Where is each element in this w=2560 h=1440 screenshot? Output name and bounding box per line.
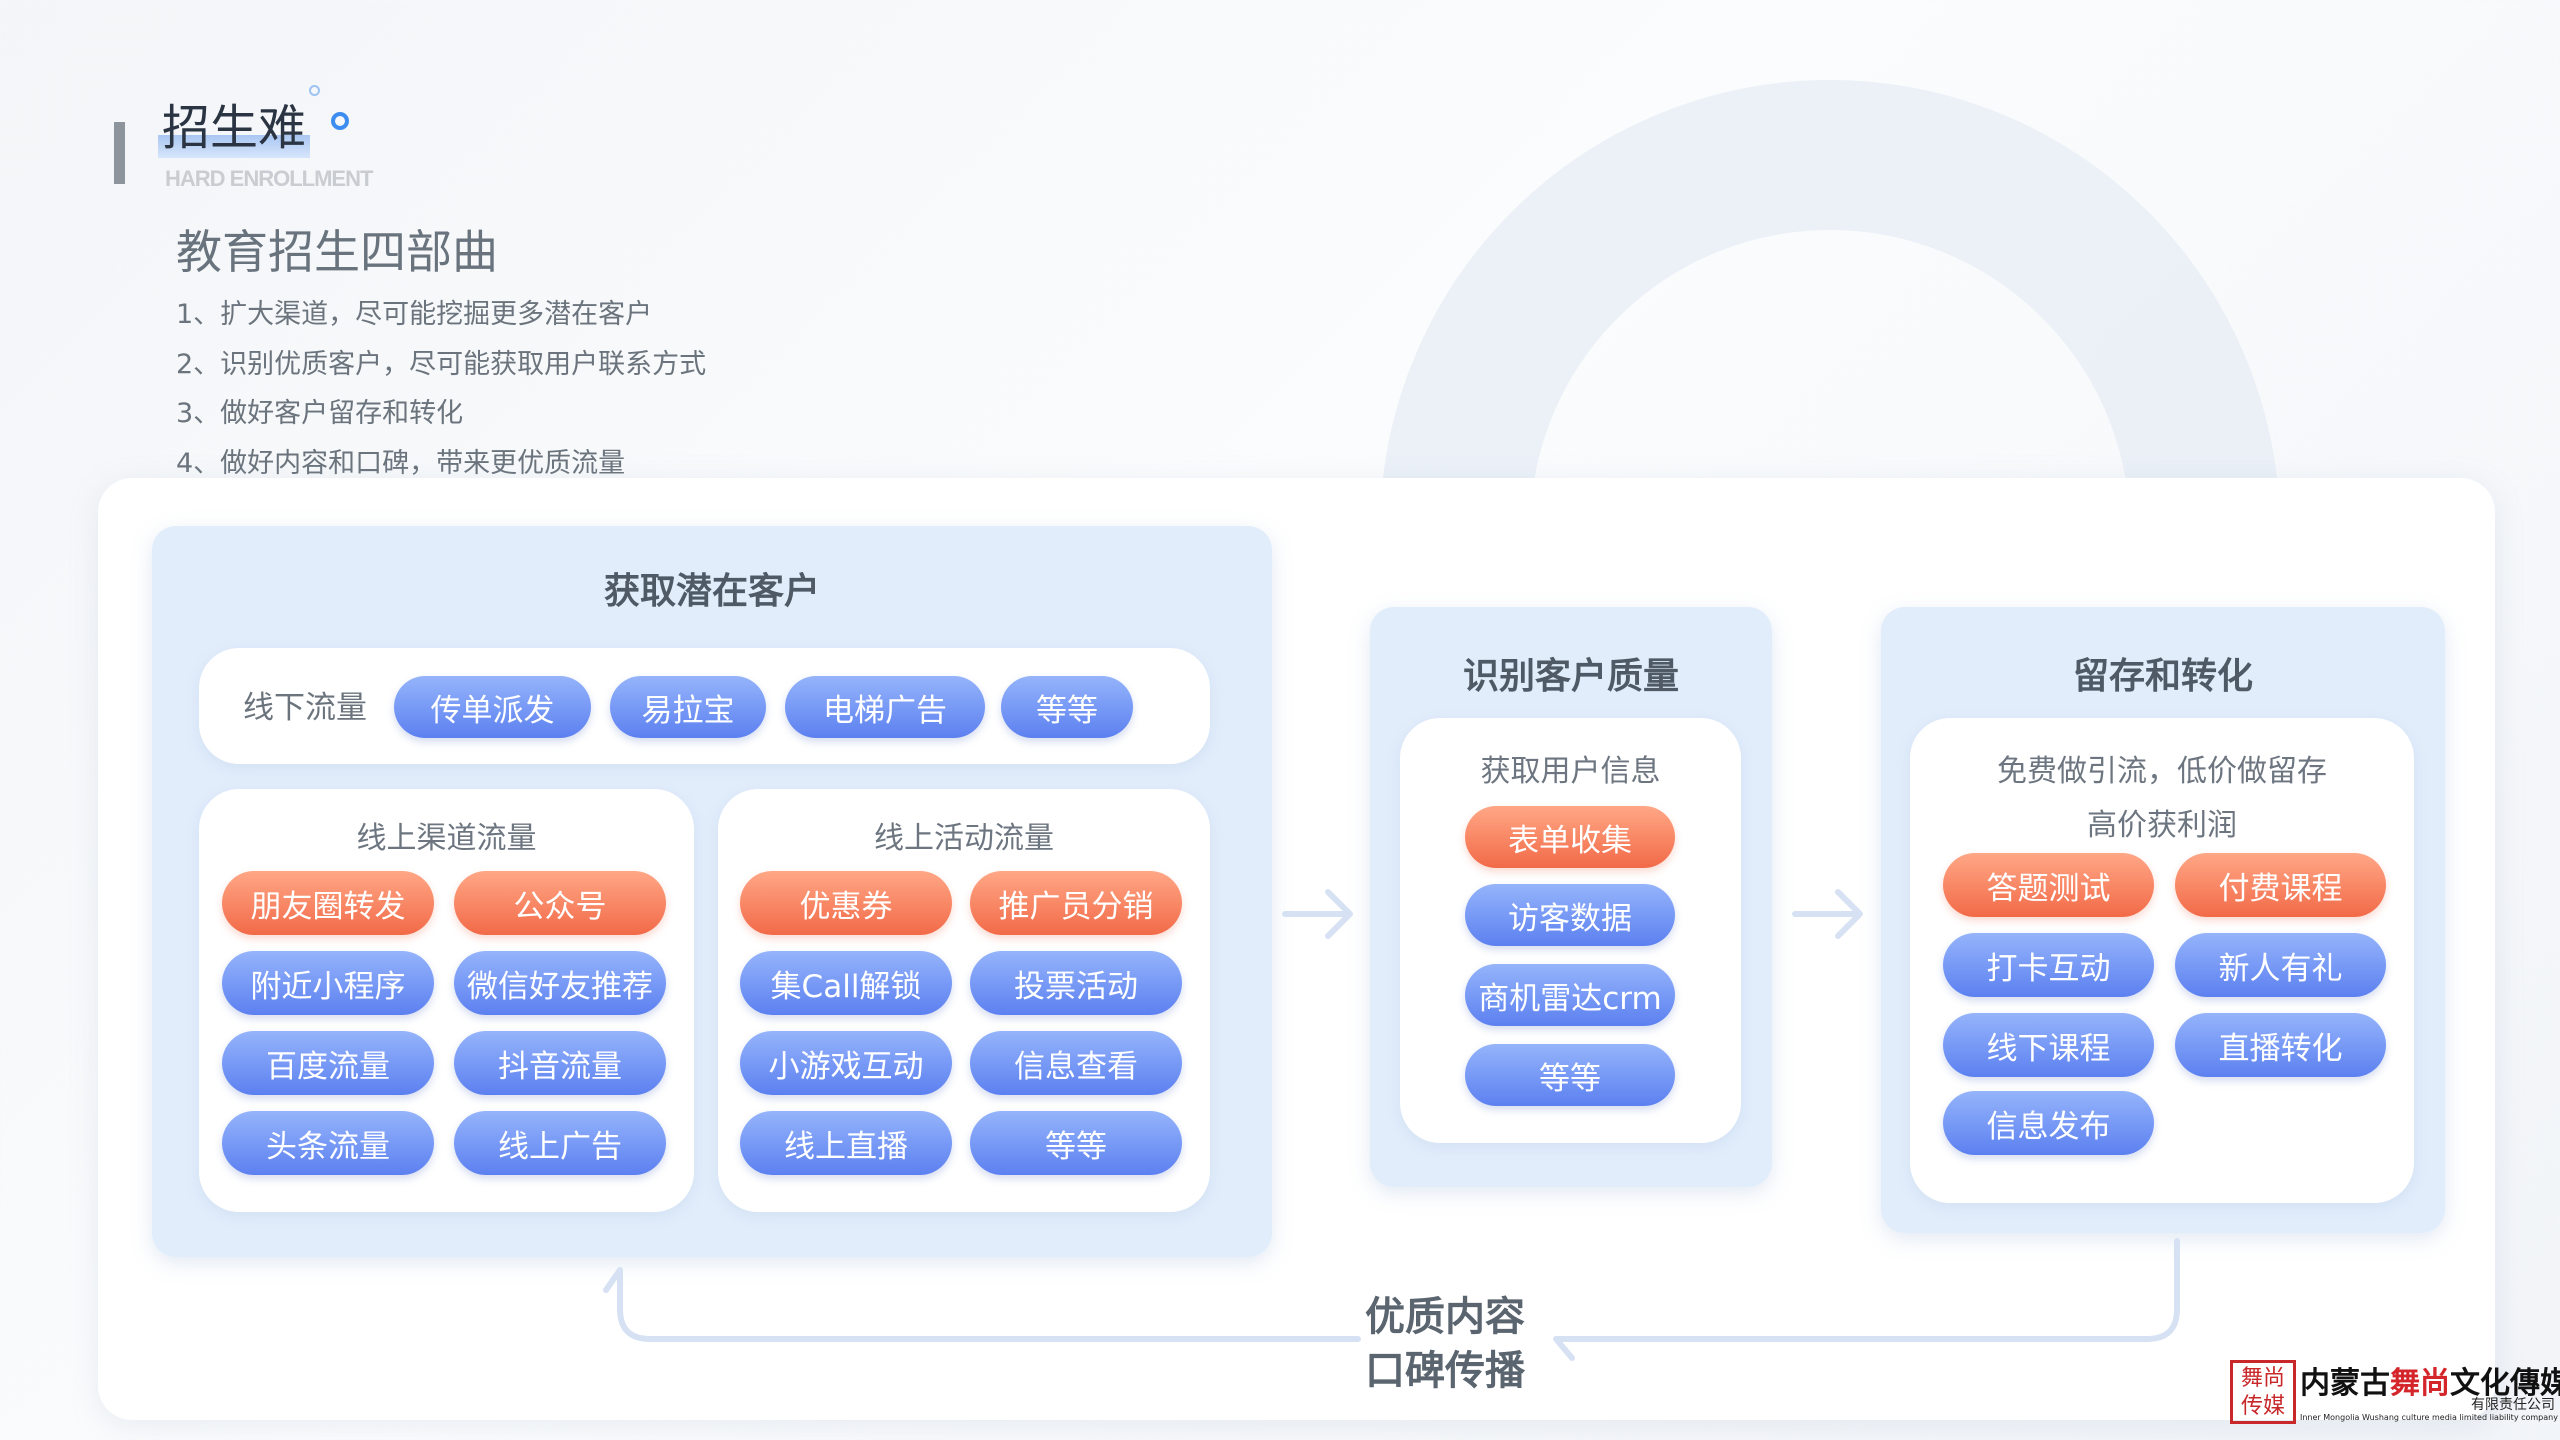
dot-decor-icon	[309, 85, 320, 96]
retain-title: 留存和转化	[2072, 656, 2253, 697]
logo-english: Inner Mongolia Wushang culture media lim…	[2300, 1413, 2558, 1422]
tag-pill[interactable]: 小游戏互动	[740, 1031, 952, 1095]
title-accent-bar	[114, 122, 125, 184]
tag-pill[interactable]: 微信好友推荐	[454, 951, 666, 1015]
logo-seal: 舞尚传媒	[2230, 1360, 2296, 1424]
arrow-right-icon	[1792, 889, 1863, 939]
tag-pill[interactable]: 信息查看	[970, 1031, 1182, 1095]
point-item: 1、扩大渠道，尽可能挖掘更多潜在客户	[176, 299, 653, 330]
point-item: 4、做好内容和口碑，带来更优质流量	[176, 447, 626, 479]
tag-pill[interactable]: 线上广告	[454, 1111, 666, 1175]
tag-pill[interactable]: 商机雷达crm	[1465, 964, 1675, 1026]
tag-pill[interactable]: 线下课程	[1943, 1013, 2154, 1077]
tag-pill[interactable]: 直播转化	[2175, 1013, 2386, 1077]
points-list: 1、扩大渠道，尽可能挖掘更多潜在客户 2、识别优质客户，尽可能获取用户联系方式 …	[176, 290, 706, 488]
tag-pill[interactable]: 抖音流量	[454, 1031, 666, 1095]
tag-pill[interactable]: 表单收集	[1465, 806, 1675, 868]
section-heading: 教育招生四部曲	[176, 225, 498, 279]
tag-pill[interactable]: 访客数据	[1465, 884, 1675, 946]
tag-pill[interactable]: 传单派发	[394, 676, 591, 738]
loop-label: 优质内容 口碑传播	[1345, 1290, 1545, 1398]
offline-label: 线下流量	[243, 690, 367, 726]
tag-pill[interactable]: 打卡互动	[1943, 933, 2154, 997]
loop-line1: 优质内容	[1365, 1294, 1525, 1340]
tag-pill[interactable]: 等等	[1465, 1044, 1675, 1106]
page-title: 招生难	[158, 98, 311, 158]
tag-pill[interactable]: 推广员分销	[970, 871, 1182, 935]
logo-suffix: 有限责任公司	[2471, 1397, 2555, 1413]
tag-pill[interactable]: 付费课程	[2175, 853, 2386, 917]
identify-group: 识别客户质量 获取用户信息 表单收集访客数据商机雷达crm 等等	[1370, 607, 1772, 1187]
tag-pill[interactable]: 朋友圈转发	[222, 871, 434, 935]
tag-pill[interactable]: 易拉宝	[610, 676, 766, 738]
identify-subtitle: 获取用户信息	[1480, 754, 1661, 789]
retain-group: 留存和转化 免费做引流，低价做留存 高价获利润 答题测试付费课程打卡互动新人有礼…	[1881, 607, 2445, 1233]
loop-arrow-left	[603, 1267, 1361, 1342]
retain-line1: 免费做引流，低价做留存	[1997, 754, 2327, 789]
tag-pill[interactable]: 集Call解锁	[740, 951, 952, 1015]
retain-line2: 高价获利润	[2087, 808, 2237, 843]
tag-pill[interactable]: 百度流量	[222, 1031, 434, 1095]
loop-line2: 口碑传播	[1365, 1348, 1525, 1394]
online-channel-title: 线上渠道流量	[356, 821, 537, 856]
online-channel-box: 线上渠道流量 朋友圈转发公众号附近小程序微信好友推荐百度流量抖音流量头条流量线上…	[199, 789, 694, 1212]
point-item: 3、做好客户留存和转化	[176, 398, 464, 429]
arrow-right-icon	[1282, 889, 1353, 939]
tag-pill[interactable]: 头条流量	[222, 1111, 434, 1175]
logo-name: 内蒙古舞尚文化傳媒	[2300, 1366, 2560, 1401]
dot-decor-icon	[331, 112, 349, 130]
tag-pill[interactable]: 公众号	[454, 871, 666, 935]
acquire-group: 获取潜在客户 线下流量 传单派发易拉宝电梯广告等等 线上渠道流量 朋友圈转发公众…	[152, 526, 1272, 1257]
identify-box: 获取用户信息 表单收集访客数据商机雷达crm 等等	[1400, 718, 1741, 1143]
offline-row: 线下流量 传单派发易拉宝电梯广告等等	[199, 648, 1210, 764]
loop-arrow-right	[1553, 1238, 2180, 1361]
identify-title: 识别客户质量	[1462, 656, 1679, 697]
tag-pill[interactable]: 等等	[1001, 676, 1133, 738]
tag-pill[interactable]: 新人有礼	[2175, 933, 2386, 997]
tag-pill[interactable]: 答题测试	[1943, 853, 2154, 917]
tag-pill[interactable]: 等等	[970, 1111, 1182, 1175]
retain-box: 免费做引流，低价做留存 高价获利润 答题测试付费课程打卡互动新人有礼线下课程直播…	[1910, 718, 2414, 1203]
tag-pill[interactable]: 电梯广告	[785, 676, 985, 738]
tag-pill[interactable]: 信息发布	[1943, 1091, 2154, 1155]
company-logo: 舞尚传媒 内蒙古舞尚文化傳媒 有限责任公司 Inner Mongolia Wus…	[2230, 1358, 2560, 1426]
tag-pill[interactable]: 附近小程序	[222, 951, 434, 1015]
acquire-title: 获取潜在客户	[603, 571, 820, 612]
point-item: 2、识别优质客户，尽可能获取用户联系方式	[176, 348, 707, 380]
online-activity-title: 线上活动流量	[874, 821, 1054, 856]
tag-pill[interactable]: 投票活动	[970, 951, 1182, 1015]
tag-pill[interactable]: 线上直播	[740, 1111, 952, 1175]
tag-pill[interactable]: 优惠券	[740, 871, 952, 935]
online-activity-box: 线上活动流量 优惠券推广员分销集Call解锁投票活动小游戏互动信息查看线上直播等…	[718, 789, 1210, 1212]
page-subtitle-en: HARD ENROLLMENT	[165, 166, 373, 191]
